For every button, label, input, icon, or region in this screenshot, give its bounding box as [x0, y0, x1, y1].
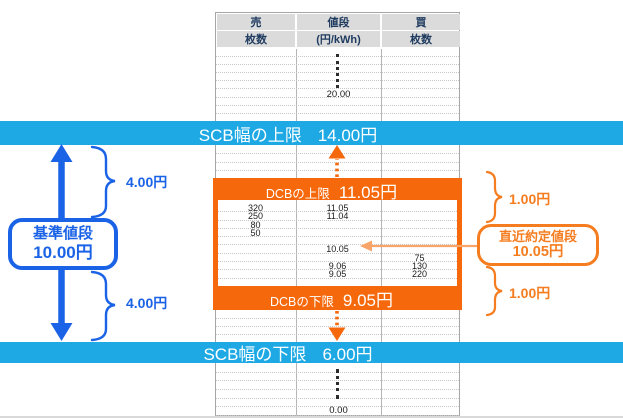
price-cell: 9.05 [328, 269, 347, 280]
sell-qty-cell: 50 [250, 227, 261, 238]
dcb-order-rows: 320 11.05 250 11.04 80 50 10.05 75 9.06 130… [216, 203, 459, 287]
price-cell [295, 221, 380, 228]
buy-qty-cell [380, 204, 459, 211]
price-cell [295, 237, 380, 244]
sell-qty-cell [216, 279, 295, 286]
sell-header: 売 [217, 14, 295, 30]
latest-trade-price-value: 10.05円 [512, 243, 564, 260]
order-row: 320 11.05 [216, 203, 459, 213]
price-continuation-ellipsis-icon [336, 54, 339, 88]
order-row: 9.06 130 [216, 261, 459, 272]
price-cell [295, 279, 380, 286]
dcb-upper-limit-band: DCBの上限 11.05円 [213, 178, 462, 202]
sell-qty-cell: 80 [250, 219, 261, 230]
buy-qty-cell: 75 [414, 252, 425, 263]
dcb-upper-label: DCBの上限 [265, 187, 330, 201]
buy-qty-cell: 130 [411, 261, 428, 272]
column-divider-left [296, 49, 297, 415]
sell-qty-cell [216, 254, 295, 261]
base-price-label: 基準値段 [32, 225, 93, 243]
dcb-upper-value: 11.05円 [338, 183, 398, 202]
buy-qty-cell [380, 245, 459, 252]
order-row: 75 [216, 252, 459, 263]
order-row-last-price: 10.05 [216, 244, 459, 255]
left-brace-top-icon [90, 145, 116, 219]
price-cell [295, 254, 380, 261]
column-divider-right [381, 49, 382, 415]
upper-price-label: 20.00 [326, 89, 351, 100]
scb-lower-value: 6.00円 [322, 345, 373, 364]
buy-unit-header: 枚数 [382, 31, 460, 47]
sell-qty-cell [216, 245, 295, 252]
buy-header: 買 [382, 14, 460, 30]
buy-qty-cell [380, 221, 459, 228]
latest-trade-price-label: 直近約定値段 [498, 229, 577, 245]
order-row: 9.05 220 [216, 269, 459, 280]
sell-qty-cell: 320 [247, 203, 264, 213]
scb-upper-limit-band: SCB幅の上限 14.00円 [0, 121, 623, 145]
buy-qty-cell [380, 229, 459, 236]
scb-lower-label: SCB幅の下限 [203, 345, 307, 364]
table-header-row-2: 枚数 (円/kWh) 枚数 [216, 30, 460, 47]
sell-unit-header: 枚数 [217, 31, 295, 47]
price-cell: 11.05 [326, 203, 349, 213]
order-row: 50 [216, 227, 459, 238]
order-book-table: 売 値段 買 枚数 (円/kWh) 枚数 320 11.05 250 11.04 8… [215, 12, 460, 416]
price-cell: 9.06 [328, 261, 347, 272]
order-row: 250 11.04 [216, 211, 459, 222]
buy-qty-cell [380, 212, 459, 219]
buy-qty-cell [380, 279, 459, 286]
scb-upper-value: 14.00円 [317, 125, 378, 145]
dcb-right-border [457, 178, 462, 310]
lower-price-label: 0.00 [329, 405, 348, 416]
price-unit-header: (円/kWh) [297, 31, 380, 47]
upper-scb-gap-label: 4.00円 [126, 174, 168, 190]
price-cell [295, 229, 380, 236]
dcb-lower-value: 9.05円 [342, 291, 393, 310]
rows-between-dcb-scb-lower [216, 311, 459, 343]
order-row: 80 [216, 219, 459, 230]
left-brace-bottom-icon [90, 270, 116, 342]
rows-between-scb-dcb-upper [216, 146, 459, 179]
order-row [216, 237, 459, 246]
price-continuation-ellipsis-icon [336, 369, 339, 399]
dcb-lower-limit-band: DCBの下限 9.05円 [213, 286, 462, 310]
upper-dcb-gap-label: 1.00円 [509, 191, 551, 207]
price-header: 値段 [297, 14, 380, 30]
table-header-row-1: 売 値段 買 [216, 13, 460, 30]
sell-qty-cell [216, 262, 295, 269]
buy-qty-cell [380, 237, 459, 244]
right-brace-bottom-icon [485, 265, 503, 317]
bottom-edge-line [0, 416, 623, 418]
lower-scb-gap-label: 4.00円 [126, 295, 168, 311]
right-brace-top-icon [485, 170, 503, 224]
sell-qty-cell: 250 [247, 211, 264, 222]
dcb-lower-label: DCBの下限 [270, 295, 334, 309]
base-price-value: 10.00円 [33, 243, 93, 263]
scb-lower-limit-band: SCB幅の下限 6.00円 [0, 342, 623, 364]
sell-qty-cell [216, 270, 295, 277]
scb-upper-label: SCB幅の上限 [198, 125, 302, 145]
price-cell: 10.05 [326, 244, 349, 255]
lower-dcb-gap-label: 1.00円 [509, 285, 551, 301]
base-price-callout: 基準値段 10.00円 [8, 218, 118, 270]
buy-qty-cell: 220 [411, 269, 428, 280]
latest-trade-price-callout: 直近約定値段 10.05円 [477, 224, 599, 266]
price-cell: 11.04 [326, 211, 349, 222]
sell-qty-cell [216, 237, 295, 244]
dcb-left-border [213, 178, 218, 310]
